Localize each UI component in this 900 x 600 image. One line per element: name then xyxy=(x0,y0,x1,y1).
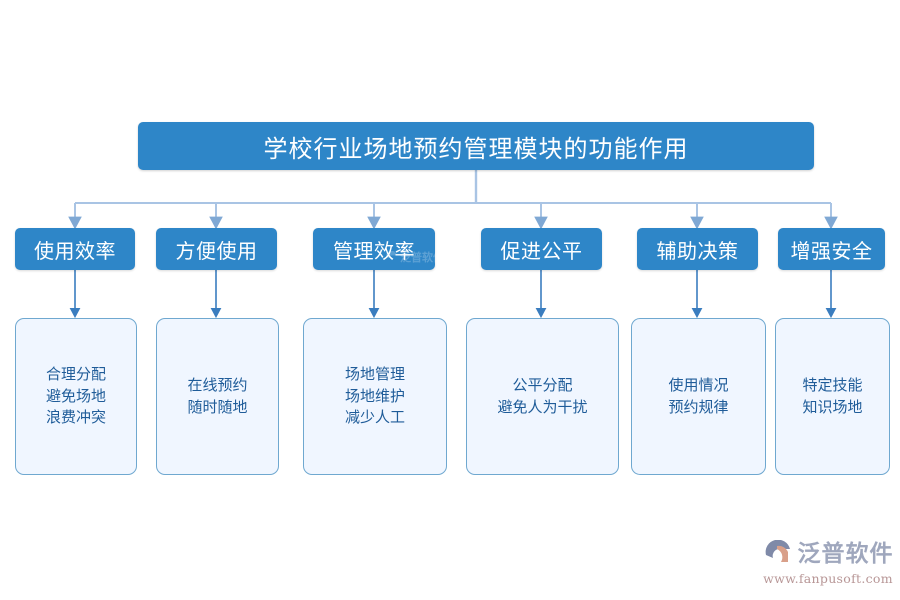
detail-node-4: 公平分配 避免人为干扰 xyxy=(466,318,619,475)
detail-text-2: 在线预约 随时随地 xyxy=(187,375,248,416)
category-node-1[interactable]: 使用效率 xyxy=(15,228,135,270)
brand-url: www.fanpusoft.com xyxy=(763,571,893,586)
category-label-3: 管理效率 xyxy=(333,238,415,263)
category-label-5: 辅助决策 xyxy=(656,238,739,263)
category-node-4[interactable]: 促进公平 xyxy=(481,228,602,270)
detail-text-6: 特定技能 知识场地 xyxy=(802,375,863,416)
detail-node-3: 场地管理 场地维护 减少人工 xyxy=(303,318,447,475)
category-node-3[interactable]: 管理效率 xyxy=(313,228,435,270)
category-node-5[interactable]: 辅助决策 xyxy=(637,228,758,270)
detail-text-1: 合理分配 避免场地 浪费冲突 xyxy=(45,364,106,427)
detail-node-6: 特定技能 知识场地 xyxy=(775,318,890,475)
category-label-4: 促进公平 xyxy=(500,238,583,263)
category-node-2[interactable]: 方便使用 xyxy=(156,228,277,270)
diagram-title: 学校行业场地预约管理模块的功能作用 xyxy=(263,134,689,163)
brand-name: 泛普软件 xyxy=(797,540,894,567)
category-label-2: 方便使用 xyxy=(175,238,258,263)
detail-text-4: 公平分配 避免人为干扰 xyxy=(497,375,588,416)
brand-watermark: 泛普软件 www.fanpusoft.com xyxy=(762,534,894,592)
brand-row: 泛普软件 xyxy=(763,540,894,568)
diagram-root-node: 学校行业场地预约管理模块的功能作用 xyxy=(138,122,814,170)
category-label-6: 增强安全 xyxy=(790,238,873,263)
detail-node-2: 在线预约 随时随地 xyxy=(156,318,279,475)
detail-text-5: 使用情况 预约规律 xyxy=(668,375,729,416)
fanpu-logo-icon xyxy=(765,540,790,562)
detail-node-1: 合理分配 避免场地 浪费冲突 xyxy=(15,318,137,475)
category-label-1: 使用效率 xyxy=(34,238,116,263)
detail-text-3: 场地管理 场地维护 减少人工 xyxy=(344,364,405,427)
detail-node-5: 使用情况 预约规律 xyxy=(631,318,766,475)
category-node-6[interactable]: 增强安全 xyxy=(778,228,885,270)
